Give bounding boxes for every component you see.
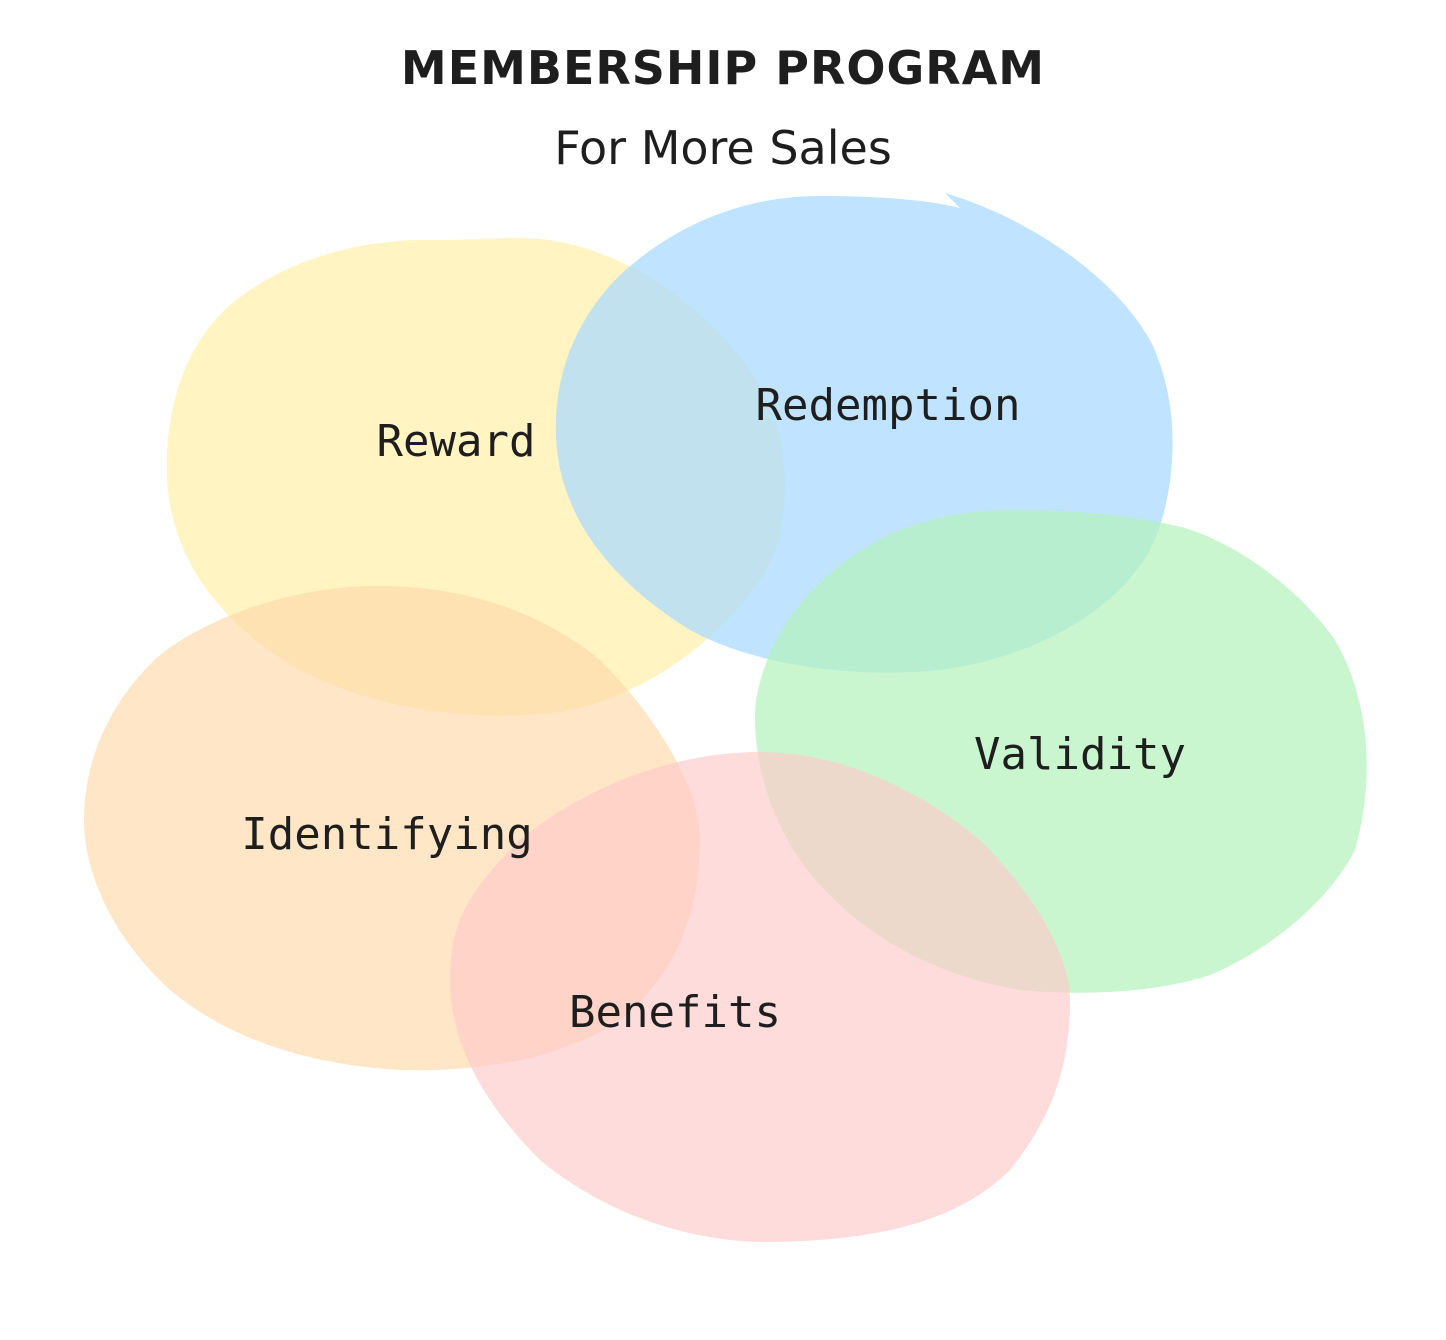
label-benefits: Benefits bbox=[569, 987, 781, 1038]
label-redemption: Redemption bbox=[755, 380, 1021, 431]
label-identifying: Identifying bbox=[241, 809, 533, 860]
circle-benefits[interactable] bbox=[450, 752, 1070, 1242]
diagram-subtitle: For More Sales bbox=[554, 121, 892, 175]
diagram-title: MEMBERSHIP PROGRAM bbox=[400, 41, 1046, 95]
label-validity: Validity bbox=[974, 729, 1186, 780]
label-reward: Reward bbox=[376, 416, 536, 467]
